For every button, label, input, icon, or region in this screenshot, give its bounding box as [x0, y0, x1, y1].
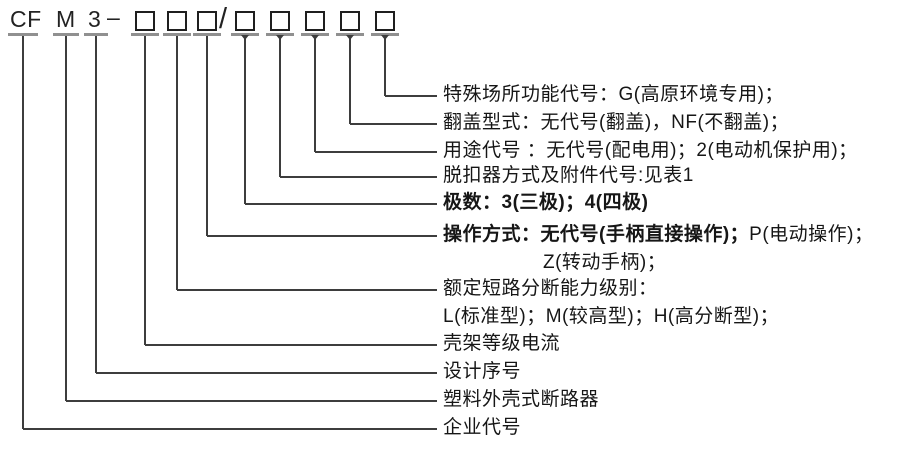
- code-underline: [193, 33, 221, 36]
- label-poles: 极数：3(三极)；4(四极): [443, 192, 649, 213]
- label-operation-mode-bold: 操作方式：无代号(手柄直接操作)；: [443, 224, 750, 245]
- code-box-7: [340, 11, 360, 31]
- label-frame-current: 壳架等级电流: [443, 333, 561, 354]
- connector-hline-poles: [245, 203, 437, 205]
- code-underline: [53, 33, 79, 36]
- code-underline: [301, 33, 329, 36]
- label-breaking-capacity-levels: L(标准型)；M(较高型)；H(高分断型)；: [443, 306, 780, 327]
- code-box-4: [235, 11, 255, 31]
- connector-vline-box5: [279, 36, 281, 177]
- label-usage-code: 用途代号 ：无代号(配电用)；2(电动机保护用)；: [443, 140, 858, 161]
- connector-hline-release: [280, 176, 437, 178]
- connector-hline-mccb: [66, 400, 437, 402]
- label-special-function: 特殊场所功能代号：G(高原环境专用)；: [443, 84, 784, 105]
- code-text-cf: CF: [10, 6, 42, 32]
- code-box-5: [270, 11, 290, 31]
- label-design-serial: 设计序号: [443, 361, 522, 382]
- code-underline: [163, 33, 191, 36]
- label-operation-mode-rest: P(电动操作)；: [749, 224, 874, 245]
- connector-vline-box6: [314, 36, 316, 152]
- connector-hline-cover: [350, 123, 437, 125]
- connector-vline-cf: [22, 36, 24, 429]
- connector-vline-3: [95, 36, 97, 373]
- connector-hline-breaking: [177, 289, 437, 291]
- code-underline: [336, 33, 364, 36]
- code-box-2: [167, 11, 187, 31]
- connector-vline-box2: [176, 36, 178, 290]
- code-underline: [266, 33, 294, 36]
- connector-vline-box7: [349, 36, 351, 124]
- label-mccb: 塑料外壳式断路器: [443, 389, 600, 410]
- label-release-type: 脱扣器方式及附件代号:见表1: [443, 165, 694, 186]
- code-box-3: [197, 11, 217, 31]
- label-operation-mode-line2: Z(转动手柄)；: [543, 252, 667, 273]
- label-breaking-capacity: 额定短路分断能力级别：: [443, 278, 658, 299]
- code-underline: [371, 33, 399, 36]
- connector-hline-usage: [315, 151, 437, 153]
- code-text-m: M: [56, 6, 76, 32]
- code-box-8: [375, 11, 395, 31]
- connector-vline-m: [65, 36, 67, 401]
- code-underline: [8, 33, 38, 36]
- connector-hline-special: [385, 95, 437, 97]
- connector-hline-company: [23, 428, 437, 430]
- label-company-code: 企业代号: [443, 417, 522, 438]
- connector-hline-frame: [145, 344, 437, 346]
- code-box-1: [135, 11, 155, 31]
- label-flip-cover-type: 翻盖型式：无代号(翻盖)，NF(不翻盖)；: [443, 112, 790, 133]
- connector-hline-operation: [207, 235, 437, 237]
- connector-vline-box3: [206, 36, 208, 236]
- connector-hline-design: [96, 372, 437, 374]
- code-underline: [131, 33, 159, 36]
- connector-vline-box1: [144, 36, 146, 345]
- connector-vline-box8: [384, 36, 386, 96]
- connector-vline-box4: [244, 36, 246, 204]
- label-operation-mode: 操作方式：无代号(手柄直接操作)；P(电动操作)；: [443, 225, 873, 244]
- code-slash: /: [219, 3, 228, 35]
- code-underline: [231, 33, 259, 36]
- code-underline: [84, 33, 108, 36]
- code-box-6: [305, 11, 325, 31]
- code-dash: –: [107, 4, 121, 30]
- code-text-3: 3: [88, 6, 102, 32]
